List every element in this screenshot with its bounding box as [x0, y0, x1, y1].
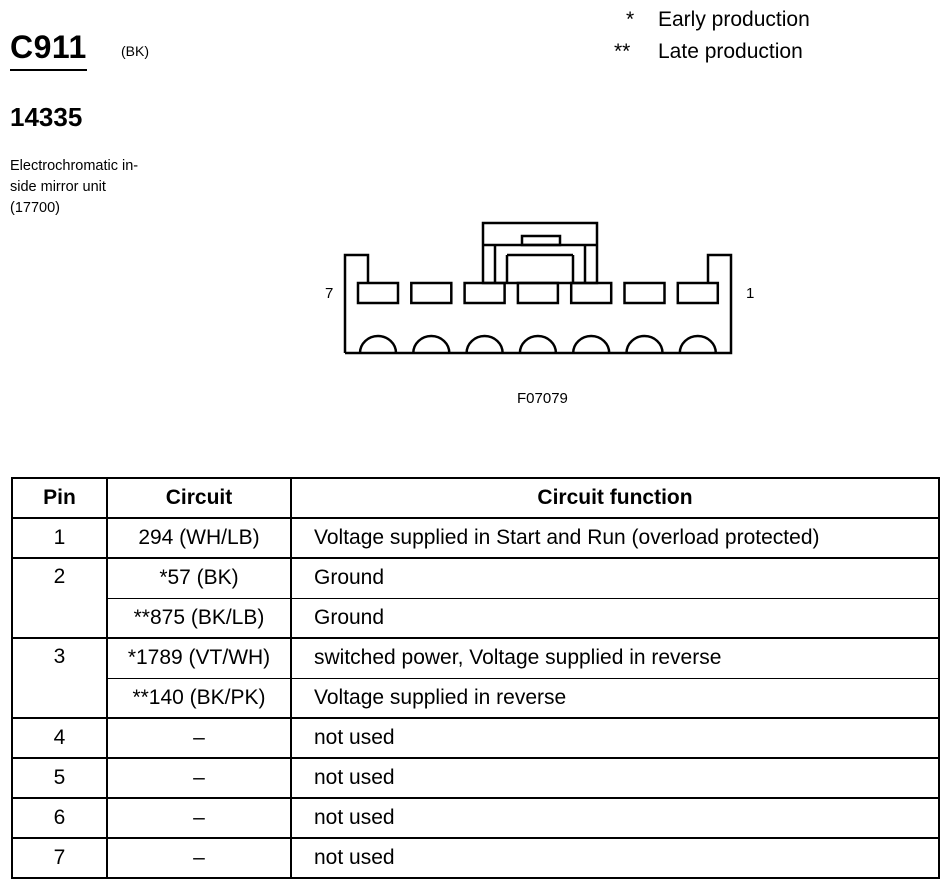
function-cell: not used: [290, 757, 940, 799]
table-header-row: Pin Circuit Circuit function: [11, 477, 940, 519]
part-number: 14335: [10, 102, 83, 132]
pin-left-label: 7: [325, 285, 334, 302]
function-cell: not used: [290, 797, 940, 839]
circuit-cell: –: [106, 757, 292, 799]
pin-cavity: [623, 281, 666, 305]
description-line-2: side mirror unit: [10, 179, 106, 195]
pin-cavity: [676, 281, 720, 305]
header-pin: Pin: [11, 477, 108, 519]
circuit-cell: –: [106, 797, 292, 839]
pin-cavity: [569, 281, 613, 305]
connector-color: (BK): [121, 43, 149, 59]
circuit-cell: 294 (WH/LB): [106, 517, 292, 559]
figure-id: F07079: [517, 390, 568, 407]
pin-cavity: [516, 281, 560, 305]
pin-cavity: [410, 281, 453, 305]
circuit-cell: *57 (BK): [106, 557, 292, 599]
table-row: **140 (BK/PK) Voltage supplied in revers…: [12, 677, 940, 719]
connector-code: C911: [10, 29, 87, 72]
pin-cell: 1: [11, 517, 108, 559]
function-cell: Voltage supplied in reverse: [290, 677, 940, 719]
table-row: 4 – not used: [11, 717, 940, 759]
pin-cavities: [356, 281, 720, 305]
production-legend: * Early production ** Late production: [614, 4, 810, 68]
pin-terminal-domes: [358, 334, 718, 354]
description-line-3: (17700): [10, 200, 60, 216]
circuit-cell: **140 (BK/PK): [106, 677, 292, 719]
header-function: Circuit function: [290, 477, 940, 519]
table-row: 5 – not used: [11, 757, 940, 799]
legend-label: Late production: [658, 40, 803, 63]
table-row: 7 – not used: [11, 837, 940, 879]
description-line-1: Electrochromatic in-: [10, 158, 139, 174]
component-description: Electrochromatic in- side mirror unit (1…: [10, 156, 180, 219]
pin-terminal-dome: [412, 334, 451, 354]
circuit-cell: –: [106, 837, 292, 879]
circuit-cell: –: [106, 717, 292, 759]
table-row: 1 294 (WH/LB) Voltage supplied in Start …: [11, 517, 940, 559]
header-circuit: Circuit: [106, 477, 292, 519]
table-row: 2 *57 (BK) Ground: [11, 557, 940, 639]
pin-terminal-dome: [571, 334, 611, 354]
legend-row-late: ** Late production: [614, 36, 810, 68]
connector-body-outline: [343, 253, 733, 355]
legend-row-early: * Early production: [614, 4, 810, 36]
legend-symbol: **: [614, 40, 631, 63]
function-cell: Ground: [290, 597, 940, 639]
legend-label: Early production: [658, 8, 810, 31]
table-row: 6 – not used: [11, 797, 940, 839]
connector-latch-tab: [520, 234, 562, 247]
circuit-cell: *1789 (VT/WH): [106, 637, 292, 679]
function-cell: Voltage supplied in Start and Run (overl…: [290, 517, 940, 559]
pin-cell: 6: [11, 797, 108, 839]
pin-cell: 7: [11, 837, 108, 879]
function-cell: not used: [290, 837, 940, 879]
pin-cell: 4: [11, 717, 108, 759]
pin-terminal-dome: [518, 334, 558, 354]
pin-terminal-dome: [625, 334, 664, 354]
table-row: **875 (BK/LB) Ground: [12, 597, 940, 639]
connector-latch-outer: [481, 221, 599, 285]
pin-table: Pin Circuit Circuit function 1 294 (WH/L…: [11, 477, 940, 879]
table-row: 3 *1789 (VT/WH) switched power, Voltage …: [11, 637, 940, 719]
pin-cell: 2: [11, 557, 108, 639]
pin-cell: 3: [11, 637, 108, 719]
pin-terminal-dome: [678, 334, 718, 354]
function-cell: switched power, Voltage supplied in reve…: [290, 637, 940, 679]
pin-cell: 5: [11, 757, 108, 799]
function-cell: not used: [290, 717, 940, 759]
pin-terminal-dome: [358, 334, 398, 354]
connector-face-diagram: [343, 221, 733, 355]
pin-right-label: 1: [746, 285, 755, 302]
circuit-cell: **875 (BK/LB): [106, 597, 292, 639]
pin-terminal-dome: [465, 334, 504, 354]
function-cell: Ground: [290, 557, 940, 599]
pin-cavity: [356, 281, 400, 305]
pin-cavity: [463, 281, 506, 305]
legend-symbol: *: [626, 8, 635, 31]
